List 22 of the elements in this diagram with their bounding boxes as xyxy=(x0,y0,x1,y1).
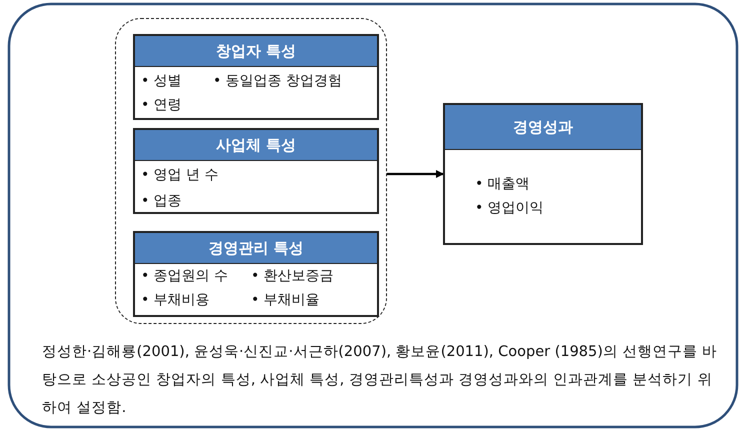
list-item: • 영업이익 xyxy=(475,199,544,217)
list-item: • 부채비용 xyxy=(141,291,210,309)
dashed-group-box xyxy=(115,18,387,324)
list-item: • 종업원의 수 xyxy=(141,267,228,285)
category-box xyxy=(133,34,379,120)
list-item: • 환산보증금 xyxy=(251,267,334,285)
header-bar: 경영관리 특성 xyxy=(135,233,377,264)
list-item: • 매출액 xyxy=(475,175,530,193)
category-box xyxy=(443,103,643,245)
list-item: • 동일업종 창업경험 xyxy=(213,72,342,90)
header-bar: 창업자 특성 xyxy=(135,36,377,67)
category-box xyxy=(133,231,379,317)
list-item: • 업종 xyxy=(141,192,182,210)
header-bar: 사업체 특성 xyxy=(135,130,377,161)
list-item: • 영업 년 수 xyxy=(141,166,219,184)
list-item: • 부채비율 xyxy=(251,291,320,309)
list-item: • 성별 xyxy=(141,72,182,90)
arrow xyxy=(387,170,444,178)
category-box xyxy=(133,128,379,214)
caption: 정성한·김해룡(2001), 윤성욱·신진교·서근하(2007), 황보윤(2011), Cooper (1985)의 선행연구를 바탕으로 소상공인 창업자의 특성, 사업체 특성, 경영관리특성과 경영성과와의 인과관계를 분석하기 위하여 설정함. xyxy=(42,343,718,418)
header-bar: 경영성과 xyxy=(445,105,641,150)
list-item: • 연령 xyxy=(141,96,182,114)
